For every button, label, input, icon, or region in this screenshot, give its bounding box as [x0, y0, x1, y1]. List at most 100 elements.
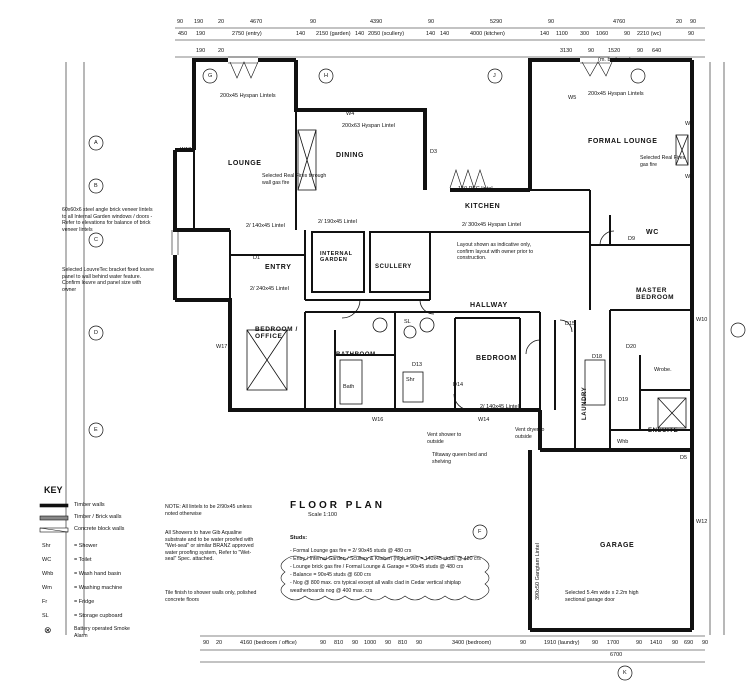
fixture-sl: SL: [404, 319, 411, 325]
tag-d13: D13: [412, 362, 423, 368]
bottom-dim-20: 20: [216, 640, 223, 646]
key-abbr-fr: Fr: [42, 599, 48, 605]
fixture-whb: Whb: [617, 439, 629, 445]
bottom-dim-1700: 1700: [607, 640, 620, 646]
bottom-dim-810b: 810: [398, 640, 408, 646]
bottom-dim-bedroom-office: 4160 (bedroom / office): [240, 640, 297, 646]
grid-marker-e: E: [94, 427, 98, 433]
lintel-190x45: 2/ 190x45 Lintel: [318, 219, 357, 225]
room-dining: DINING: [336, 152, 365, 159]
bottom-dim-laundry: 1910 (laundry): [544, 640, 580, 646]
bottom-dim-90e: 90: [416, 640, 423, 646]
key-abbr-whb: Whb: [42, 571, 54, 577]
tiltaway-note: Tiltaway queen bed and shelving: [432, 452, 487, 465]
tag-d20: D20: [626, 344, 637, 350]
real-fires-note: Selected Real Fires through wall gas fir…: [262, 173, 327, 186]
top-dim-20b: 20: [676, 19, 683, 25]
top-dim-4760: 4760: [613, 19, 626, 25]
top-dim2-140b: 140: [355, 31, 365, 37]
studs-line-5: - Nog @ 800 max. crs typical except all …: [290, 580, 461, 586]
top-dim3-90a: 90: [588, 48, 595, 54]
bottom-dim-690: 690: [684, 640, 694, 646]
top-dim-90d: 90: [548, 19, 555, 25]
lintel-200x63: 200x63 Hyspan Lintel: [342, 123, 395, 129]
note-showers: All Showers to have Gib Aqualine substra…: [165, 530, 254, 562]
top-dim2-90b: 90: [688, 31, 695, 37]
top-dim2-300: 300: [580, 31, 590, 37]
key-item-smoke-alarm: Battery operated Smoke Alarm: [74, 626, 130, 639]
key-item-timber: Timber walls: [74, 502, 105, 508]
studs-line-4: - Balance = 90x45 studs @ 600 crs: [290, 572, 371, 578]
lintel-140x45-entry: 2/ 140x45 Lintel: [246, 223, 285, 229]
grid-marker-f: F: [478, 529, 482, 535]
bottom-dim-90g: 90: [592, 640, 599, 646]
top-dim2-90: 90: [624, 31, 631, 37]
room-internal-garden: INTERNAL GARDEN: [320, 251, 353, 263]
top-dim2-1100: 1100: [556, 31, 568, 37]
room-wrobe: Wrobe.: [654, 367, 672, 373]
top-dim-90e: 90: [690, 19, 697, 25]
key-item-storage: = Storage cupboard: [74, 613, 123, 619]
room-laundry: LAUNDRY: [582, 386, 588, 420]
bottom-dim-810a: 810: [334, 640, 344, 646]
studs-line-1: - Formal Lounge gas fire = 2/ 90x45 stud…: [290, 548, 412, 554]
key-abbr-wc: WC: [42, 557, 52, 563]
tag-w14: W14: [478, 417, 490, 423]
key-item-fridge: = Fridge: [74, 599, 95, 605]
plan-scale: Scale 1:100: [308, 512, 338, 518]
grid-marker-c: C: [94, 237, 98, 243]
studs-line-2: - Entry / Internal Garden / Scullery & K…: [290, 556, 481, 562]
bottom-dim-90a: 90: [203, 640, 210, 646]
tag-w17: W17: [216, 344, 228, 350]
fixture-shr: Shr: [406, 377, 415, 383]
tag-w12: W12: [696, 519, 708, 525]
key-heading: KEY: [44, 485, 63, 495]
steel-angle-note: 60x60x6 steel angle brick veneer lintels…: [62, 207, 153, 233]
top-dim2-garden: 2150 (garden): [316, 31, 351, 37]
note-lintels: NOTE: All lintels to be 2/90x45 unless n…: [165, 504, 252, 517]
key-item-shower: = Shower: [74, 543, 98, 549]
top-dim-4390: 4390: [370, 19, 383, 25]
tag-d5: D5: [680, 455, 688, 461]
tag-d9: D9: [628, 236, 636, 242]
lintel-240x45: 2/ 240x45 Lintel: [250, 286, 289, 292]
tag-d1: D1: [253, 255, 261, 261]
top-dim2-190: 190: [196, 31, 206, 37]
bottom-dim-1410: 1410: [650, 640, 663, 646]
bottom-dim-total: 6700: [610, 652, 623, 658]
tag-w8: W8: [685, 174, 694, 180]
key-item-timber-brick: Timber / Brick walls: [74, 514, 122, 520]
top-dim2-450: 450: [178, 31, 188, 37]
room-bedroom-office: BEDROOM / OFFICE: [255, 326, 298, 340]
vent-shower-note: Vent shower to outside: [427, 432, 462, 445]
lintel-200x45-left: 200x45 Hyspan Lintels: [220, 93, 276, 99]
bottom-dim-90f: 90: [520, 640, 527, 646]
grid-marker-d: D: [94, 330, 98, 336]
tag-w16: W16: [372, 417, 384, 423]
top-dim2-wc: 2210 (wc): [637, 31, 662, 37]
key-abbr-sl: SL: [42, 613, 49, 619]
top-dim2-scullery: 2050 (scullery): [368, 31, 405, 37]
grid-marker-a: A: [94, 140, 98, 146]
room-bathroom: BATHROOM: [336, 352, 376, 358]
tag-d18: D18: [592, 354, 603, 360]
room-entry: ENTRY: [265, 264, 292, 271]
room-bedroom: BEDROOM: [476, 355, 517, 362]
top-dim2-kitchen: 4000 (kitchen): [470, 31, 505, 37]
bottom-dim-90j: 90: [702, 640, 709, 646]
grid-marker-g: G: [208, 73, 213, 79]
grid-marker-k: K: [623, 670, 627, 676]
tag-d3: D3: [430, 149, 438, 155]
bottom-dim-90d: 90: [385, 640, 392, 646]
tag-d14: D14: [453, 382, 464, 388]
note-tile: Tile finish to shower walls only, polish…: [165, 590, 257, 603]
top-dim2-1060: 1060: [596, 31, 609, 37]
garage-door-note: Selected 5.4m wide x 2.2m high sectional…: [565, 590, 639, 603]
key-abbr-wm: Wm: [42, 585, 52, 591]
key-item-toilet: = Toilet: [74, 557, 92, 563]
lintel-200x45-right: 200x45 Hyspan Lintels: [588, 91, 644, 97]
real-fires-formal-note: Selected Real Fires gas fire: [640, 155, 686, 168]
layout-indicative-note: Layout shown as indicative only, confirm…: [457, 242, 534, 261]
room-scullery: SCULLERY: [375, 264, 412, 270]
bottom-dim-bedroom: 3400 (bedroom): [452, 640, 492, 646]
